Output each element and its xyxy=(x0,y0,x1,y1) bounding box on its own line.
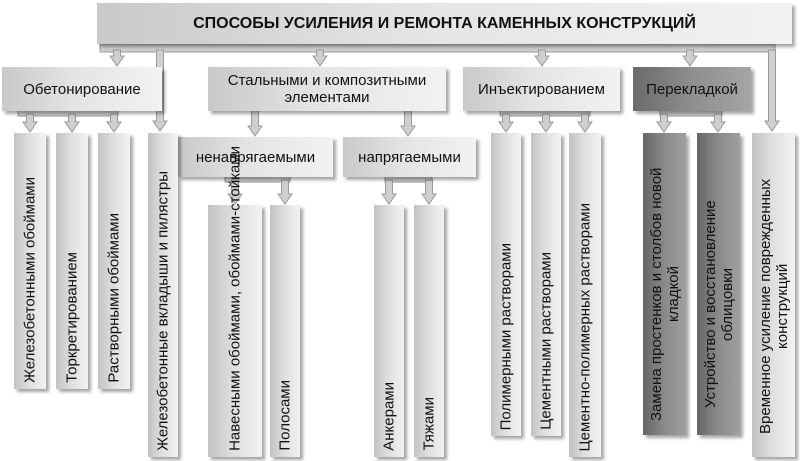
subgroup-prestressed-label: напрягаемыми xyxy=(358,148,461,166)
arrow-to-non-prestressed xyxy=(247,109,263,137)
leaf-strips-label: Полосами xyxy=(276,380,294,451)
leaf-shotcrete-label: Торкретированием xyxy=(63,252,81,383)
group-injection-label: Инъектированием xyxy=(478,80,605,98)
leaf-anchors: Анкерами xyxy=(374,205,404,457)
group-relaying: Перекладкой xyxy=(633,67,751,111)
leaf-polymer-mortars-label: Полимерными растворами xyxy=(497,242,515,430)
arrow-to-ties xyxy=(421,179,437,205)
arrow-to-strips xyxy=(277,179,293,205)
leaf-cement-mortars-label: Цементными растворами xyxy=(537,252,555,430)
leaf-facing-restoration-label: Устройство и восстановление облицовки xyxy=(701,200,736,408)
leaf-mortar-jackets: Растворными обоймами xyxy=(98,133,130,389)
group-steel-label: Стальными и композитными элементами xyxy=(227,72,427,106)
group-relaying-label: Перекладкой xyxy=(646,80,738,98)
leaf-hung-jackets-label: Навесными обоймами, обоймами-стойками xyxy=(226,146,244,451)
title-box: СПОСОБЫ УСИЛЕНИЯ И РЕМОНТА КАМЕННЫХ КОНС… xyxy=(97,3,792,44)
leaf-ties-label: Тяжами xyxy=(420,397,438,451)
leaf-temporary-strengthening-label: Временное усиление поврежденных конструк… xyxy=(756,178,791,434)
leaf-temporary-strengthening: Временное усиление поврежденных конструк… xyxy=(752,133,795,457)
arrow-to-pier-replacement xyxy=(656,113,672,133)
subgroup-non-prestressed: ненапрягаемыми xyxy=(178,137,333,177)
arrow-to-steel xyxy=(312,49,328,67)
leaf-pier-replacement: Замена простенков и столбов новой кладко… xyxy=(643,133,686,435)
group-concreting: Обетонирование xyxy=(2,67,162,111)
group-concreting-label: Обетонирование xyxy=(23,80,141,98)
arrow-to-anchors xyxy=(381,179,397,205)
arrow-injection-child-2 xyxy=(577,113,593,133)
subgroup-prestressed: напрягаемыми xyxy=(343,137,476,177)
leaf-rc-inserts-label: Железобетонные вкладыши и пилястры xyxy=(154,171,172,451)
leaf-anchors-label: Анкерами xyxy=(380,382,398,451)
subgroup-non-prestressed-label: ненапрягаемыми xyxy=(195,148,316,166)
arrow-injection-child-0 xyxy=(498,113,514,133)
leaf-rc-inserts: Железобетонные вкладыши и пилястры xyxy=(148,133,178,457)
leaf-rc-jackets: Железобетонными обоймами xyxy=(14,133,46,389)
group-steel: Стальными и композитными элементами xyxy=(208,67,446,111)
arrow-to-prestressed xyxy=(400,109,416,137)
leaf-ties: Тяжами xyxy=(414,205,444,457)
leaf-polymer-mortars: Полимерными растворами xyxy=(491,133,521,436)
leaf-hung-jackets: Навесными обоймами, обоймами-стойками xyxy=(208,146,262,457)
arrow-concreting-child-0 xyxy=(22,113,38,133)
leaf-pier-replacement-label: Замена простенков и столбов новой кладко… xyxy=(647,167,682,421)
arrow-concreting-child-1 xyxy=(64,113,80,133)
diagram-title: СПОСОБЫ УСИЛЕНИЯ И РЕМОНТА КАМЕННЫХ КОНС… xyxy=(193,15,696,32)
arrow-to-injection xyxy=(534,49,550,67)
arrow-concreting-child-2 xyxy=(106,113,122,133)
leaf-facing-restoration: Устройство и восстановление облицовки xyxy=(697,133,740,435)
arrow-to-hung-jackets xyxy=(227,179,243,205)
title-distribution-bar xyxy=(99,43,776,53)
leaf-strips: Полосами xyxy=(270,205,300,457)
group-injection: Инъектированием xyxy=(463,67,620,111)
arrow-to-facing-restoration xyxy=(710,113,726,133)
arrow-to-concreting xyxy=(109,49,125,67)
arrow-to-temporary xyxy=(764,49,780,132)
leaf-rc-jackets-label: Железобетонными обоймами xyxy=(21,177,39,383)
leaf-cement-polymer-mortars: Цементно-полимерных растворами xyxy=(569,133,601,457)
leaf-cement-polymer-mortars-label: Цементно-полимерных растворами xyxy=(576,202,594,451)
leaf-shotcrete: Торкретированием xyxy=(56,133,88,389)
leaf-cement-mortars: Цементными растворами xyxy=(531,133,561,436)
arrow-to-relaying xyxy=(682,49,698,67)
leaf-mortar-jackets-label: Растворными обоймами xyxy=(105,213,123,383)
arrow-injection-child-1 xyxy=(538,113,554,133)
